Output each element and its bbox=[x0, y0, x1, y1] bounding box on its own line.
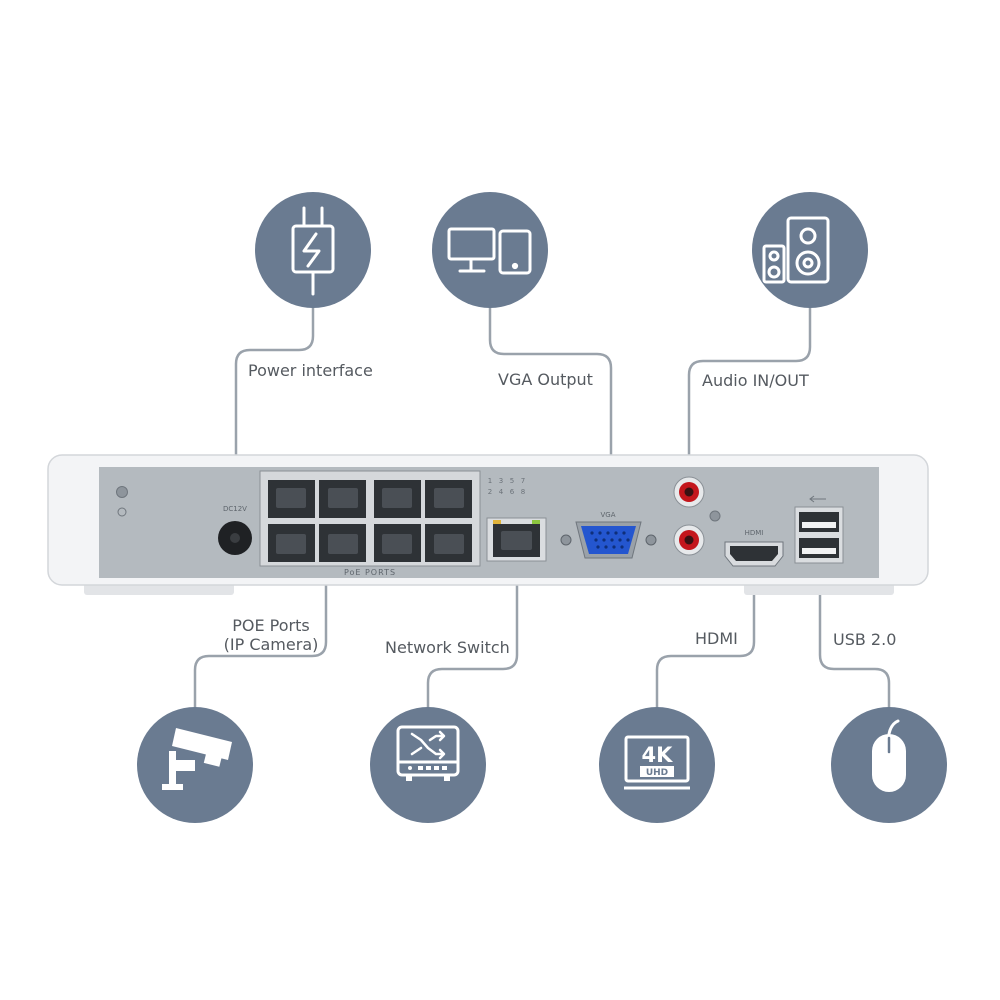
connector-lines bbox=[193, 300, 891, 712]
connector-network bbox=[426, 560, 519, 712]
connector-hdmi bbox=[655, 566, 756, 712]
vga-output-circle bbox=[432, 192, 548, 308]
uhd-text: UHD bbox=[646, 768, 668, 778]
port-number-grid: 1 3 5 7 2 4 6 8 bbox=[488, 477, 525, 496]
poe-port-block: PoE PORTS bbox=[259, 470, 481, 577]
port-number: 6 bbox=[510, 488, 515, 496]
port-number: 8 bbox=[521, 488, 525, 496]
poe-caption: PoE PORTS bbox=[344, 568, 396, 577]
ground-icon bbox=[117, 507, 127, 517]
vga-port: VGA bbox=[560, 511, 657, 559]
4k-text: 4K bbox=[642, 743, 674, 767]
vga-output-label: VGA Output bbox=[498, 370, 593, 389]
power-interface-label: Power interface bbox=[248, 361, 373, 380]
connector-poe bbox=[193, 566, 328, 712]
dc-caption: DC12V bbox=[223, 505, 247, 513]
connector-vga bbox=[488, 300, 613, 520]
port-number: 1 bbox=[488, 477, 492, 485]
poe-ports-label-line1: POE Ports bbox=[232, 616, 310, 635]
port-number: 2 bbox=[488, 488, 492, 496]
plug-icon bbox=[291, 206, 335, 296]
network-switch-circle bbox=[370, 707, 486, 823]
network-switch-icon bbox=[396, 725, 460, 781]
usb-label: USB 2.0 bbox=[833, 630, 897, 649]
hdmi-caption: HDMI bbox=[745, 529, 764, 537]
poe-ports-label-line2: (IP Camera) bbox=[223, 635, 319, 654]
hdmi-port: HDMI bbox=[724, 529, 784, 567]
connector-usb bbox=[818, 560, 891, 712]
screw-icon bbox=[116, 486, 128, 498]
hdmi-circle: 4K UHD bbox=[599, 707, 715, 823]
speaker-icon bbox=[762, 216, 830, 284]
nvr-device: DC12V bbox=[47, 454, 929, 595]
port-number: 3 bbox=[499, 477, 503, 485]
port-number: 7 bbox=[521, 477, 525, 485]
port-number: 4 bbox=[499, 488, 504, 496]
network-switch-label: Network Switch bbox=[385, 638, 510, 657]
connector-power bbox=[234, 300, 315, 518]
4k-uhd-icon: 4K UHD bbox=[624, 735, 690, 790]
audio-out-jack bbox=[673, 524, 705, 556]
power-interface-circle bbox=[255, 192, 371, 308]
screw-icon bbox=[709, 510, 721, 522]
power-jack: DC12V bbox=[218, 505, 252, 555]
hdmi-label: HDMI bbox=[695, 629, 738, 648]
vga-caption: VGA bbox=[600, 511, 615, 519]
ip-camera-circle bbox=[137, 707, 253, 823]
network-port bbox=[486, 517, 547, 562]
cctv-camera-icon bbox=[162, 728, 232, 790]
audio-circle bbox=[752, 192, 868, 308]
poe-ports-label: POE Ports (IP Camera) bbox=[224, 616, 319, 654]
audio-in-jack bbox=[673, 476, 705, 508]
usb-circle bbox=[831, 707, 947, 823]
connector-audio bbox=[687, 300, 812, 480]
port-number: 5 bbox=[510, 477, 514, 485]
audio-label: Audio IN/OUT bbox=[702, 371, 809, 390]
mouse-icon bbox=[872, 719, 906, 792]
usb-ports bbox=[794, 495, 844, 564]
monitor-tablet-icon bbox=[447, 227, 532, 275]
